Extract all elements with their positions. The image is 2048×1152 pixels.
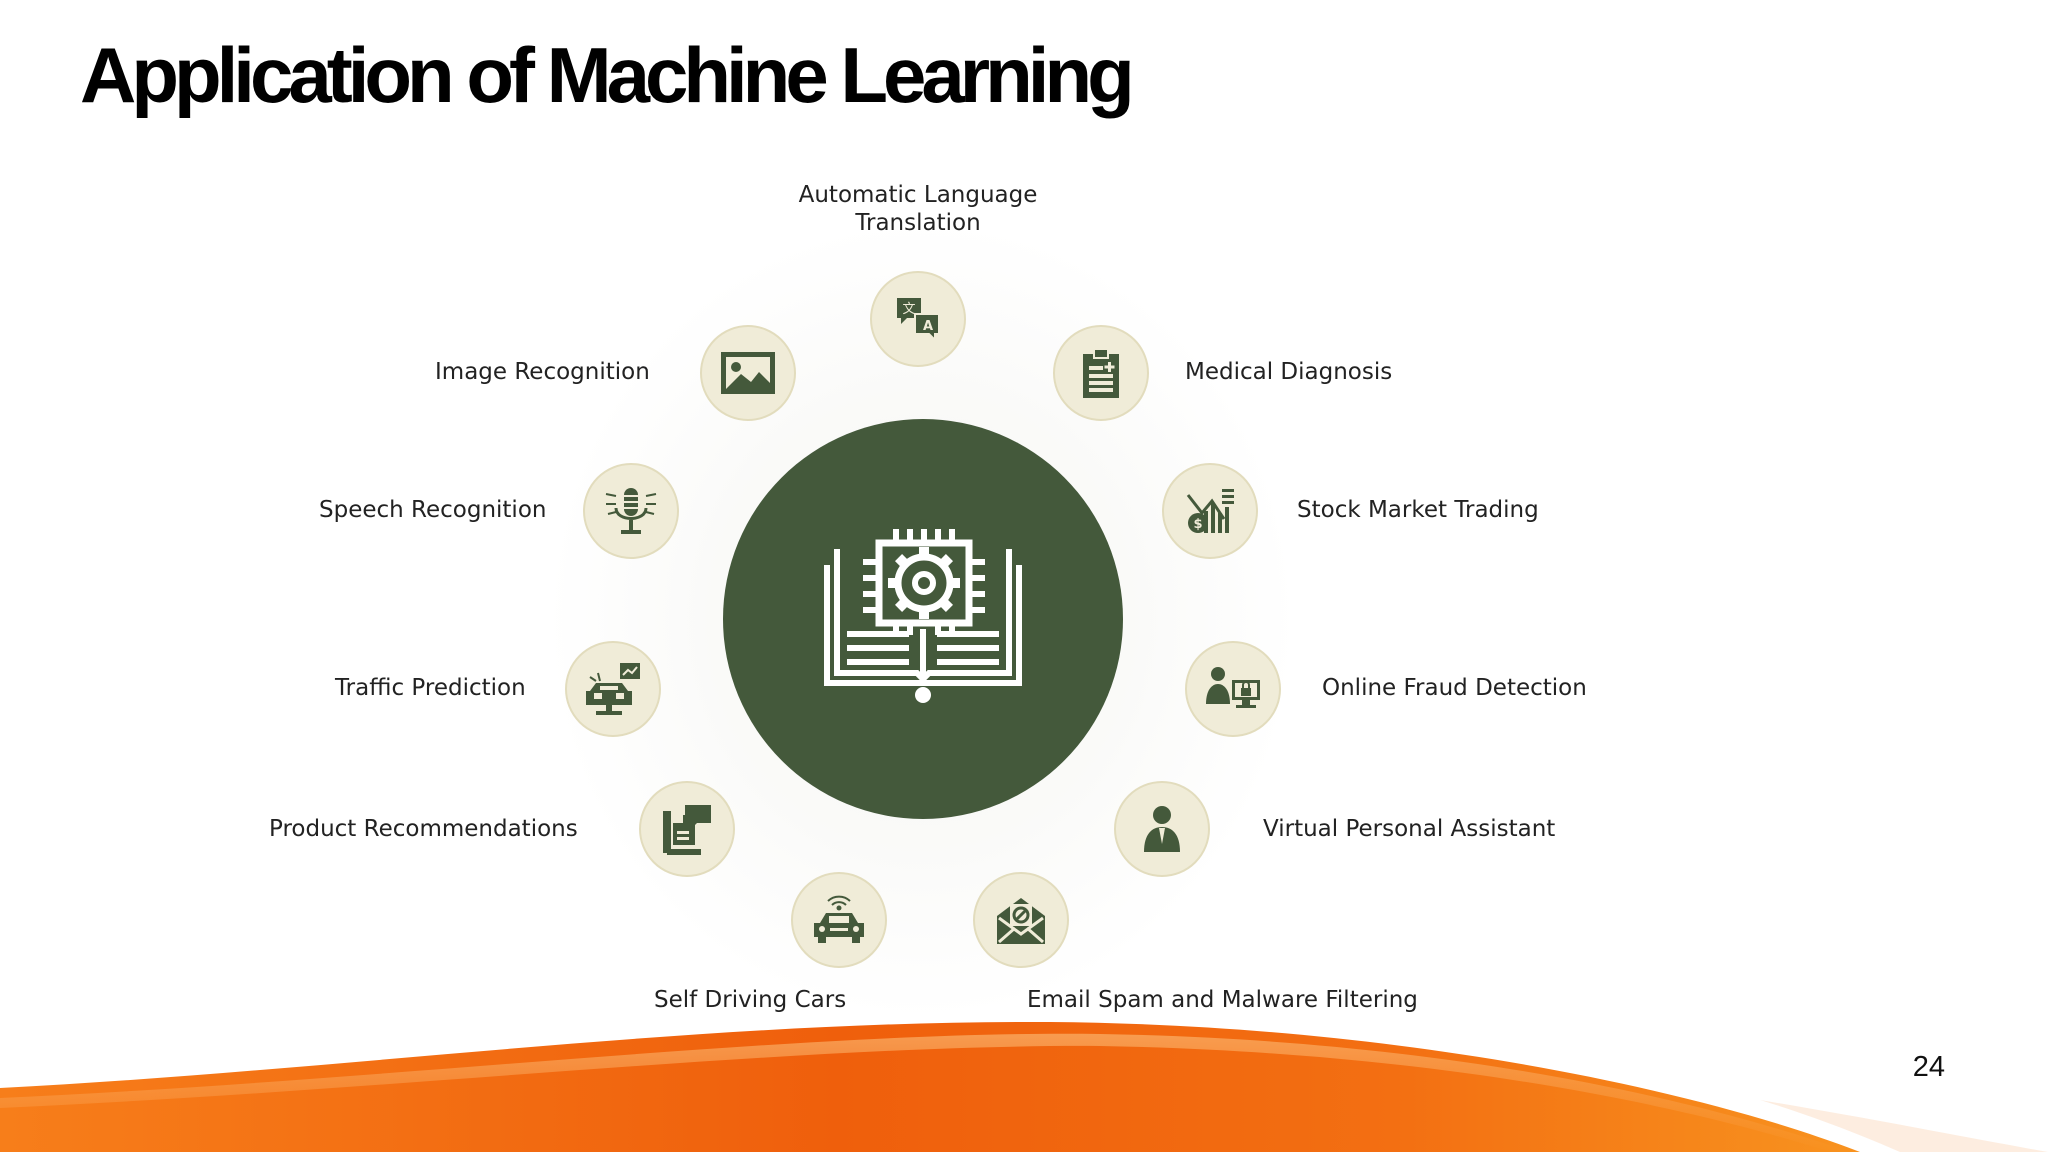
node-self-driving-cars	[791, 872, 887, 968]
node-email-spam-filtering	[973, 872, 1069, 968]
center-circle	[723, 419, 1123, 819]
spam-mail-icon	[997, 898, 1045, 944]
microphone-icon	[605, 488, 657, 534]
node-online-fraud-detection	[1185, 641, 1281, 737]
label-traffic-prediction: Traffic Prediction	[335, 675, 526, 701]
svg-text:$: $	[1193, 517, 1202, 532]
node-traffic-prediction	[565, 641, 661, 737]
slide-title: Application of Machine Learning	[80, 31, 1135, 119]
translate-icon: 文 A	[897, 298, 940, 343]
clipboard-medical-icon	[1083, 348, 1119, 398]
page-number: 24	[1912, 1051, 1945, 1083]
svg-text:文: 文	[902, 302, 915, 317]
node-virtual-personal-assistant	[1114, 781, 1210, 877]
label-line-1: Automatic Language	[798, 182, 1038, 208]
label-speech-recognition: Speech Recognition	[319, 497, 547, 523]
assistant-person-icon	[1144, 806, 1180, 852]
machine-learning-book-chip-gear-icon	[824, 529, 1022, 703]
label-stock-market-trading: Stock Market Trading	[1297, 497, 1539, 523]
node-stock-market-trading: $	[1162, 463, 1258, 559]
label-image-recognition: Image Recognition	[435, 359, 650, 385]
label-medical-diagnosis: Medical Diagnosis	[1185, 359, 1393, 385]
node-medical-diagnosis	[1053, 325, 1149, 421]
label-automatic-language-translation: Automatic Language Translation	[768, 181, 1068, 237]
image-icon	[721, 352, 775, 394]
fraud-detection-icon	[1206, 667, 1260, 708]
node-image-recognition	[700, 325, 796, 421]
label-email-spam-filtering: Email Spam and Malware Filtering	[1027, 987, 1418, 1013]
label-line-2: Translation	[855, 210, 981, 236]
node-automatic-language-translation: 文 A	[870, 271, 966, 367]
label-self-driving-cars: Self Driving Cars	[654, 987, 847, 1013]
label-product-recommendations: Product Recommendations	[269, 816, 578, 842]
label-online-fraud-detection: Online Fraud Detection	[1322, 675, 1587, 701]
stock-chart-icon: $	[1186, 489, 1234, 533]
label-virtual-personal-assistant: Virtual Personal Assistant	[1263, 816, 1556, 842]
svg-text:A: A	[923, 319, 933, 334]
self-driving-car-icon	[814, 895, 864, 943]
node-speech-recognition	[583, 463, 679, 559]
recommendation-icon	[663, 805, 711, 855]
traffic-prediction-icon	[586, 663, 640, 715]
node-product-recommendations	[639, 781, 735, 877]
